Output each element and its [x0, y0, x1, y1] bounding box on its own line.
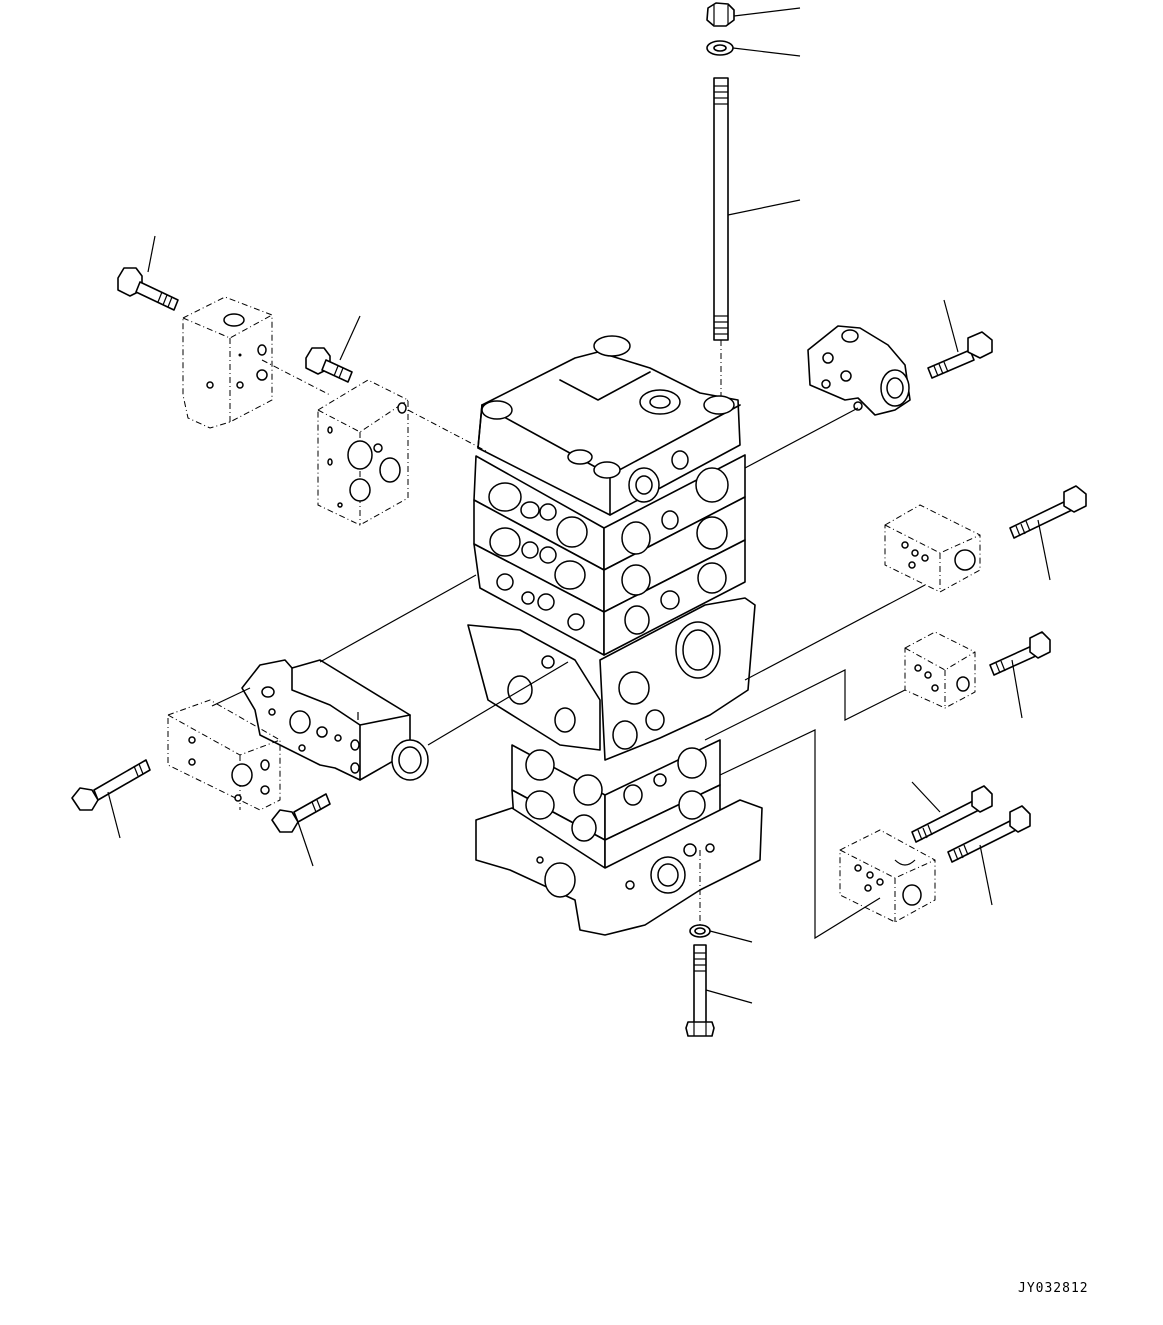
- bottom-washer: [689, 924, 711, 938]
- bolt-upper-left-2: [305, 347, 353, 383]
- top-washer: [706, 40, 734, 56]
- bottom-bolt: [685, 944, 715, 1037]
- drawing-code-label: JY032812: [1018, 1281, 1089, 1296]
- connector-line-block-3: [744, 584, 926, 681]
- leader-line-bolt-2: [339, 315, 361, 361]
- bolt-right-middle: [1009, 485, 1087, 539]
- relief-valve-left: [241, 659, 429, 781]
- bolt-upper-left: [117, 267, 179, 311]
- leader-line-bolt-6: [911, 781, 941, 813]
- leader-line-bolt-5: [1011, 659, 1023, 719]
- leader-line-bolt-7: [979, 844, 993, 906]
- connector-line-block-2: [407, 409, 489, 453]
- leader-line-bolt-3: [943, 299, 959, 353]
- relief-valve-upper-right: [807, 325, 911, 416]
- connector-line-block-4: [704, 669, 906, 741]
- connector-line-valve-left-2: [427, 661, 569, 746]
- main-valve-body: [467, 335, 763, 936]
- cover-block-4: [904, 631, 976, 709]
- cover-block-1: [182, 296, 273, 429]
- leader-line-bolt-4: [1037, 519, 1051, 581]
- cover-block-5: [839, 829, 936, 923]
- bolt-right-bottom-1: [911, 785, 993, 843]
- connector-line-valve-left: [319, 574, 477, 663]
- leader-line-nut: [733, 7, 801, 17]
- cover-block-2: [317, 379, 409, 526]
- bolt-right-lower: [989, 631, 1051, 676]
- leader-line-bolt-9: [297, 821, 314, 867]
- leader-line-bottom-washer: [709, 930, 753, 943]
- bolt-left-lower-1: [71, 759, 151, 811]
- top-nut: [706, 2, 735, 27]
- connector-line-block-5: [719, 729, 881, 940]
- bolt-upper-right: [927, 331, 993, 379]
- tie-bolt-long: [713, 77, 729, 341]
- connector-line-relief-valve: [744, 407, 859, 469]
- cover-block-6: [167, 699, 281, 811]
- leader-line-bottom-bolt: [705, 989, 753, 1004]
- connector-line-block-6: [211, 687, 251, 707]
- leader-line-tie-bolt: [727, 199, 801, 216]
- bolt-left-lower-2: [271, 793, 331, 833]
- leader-line-bolt-8: [107, 791, 121, 839]
- cover-block-3: [884, 504, 981, 593]
- leader-line-washer: [732, 47, 801, 57]
- leader-line-bolt-1: [147, 235, 156, 273]
- bolt-right-bottom-2: [947, 805, 1031, 863]
